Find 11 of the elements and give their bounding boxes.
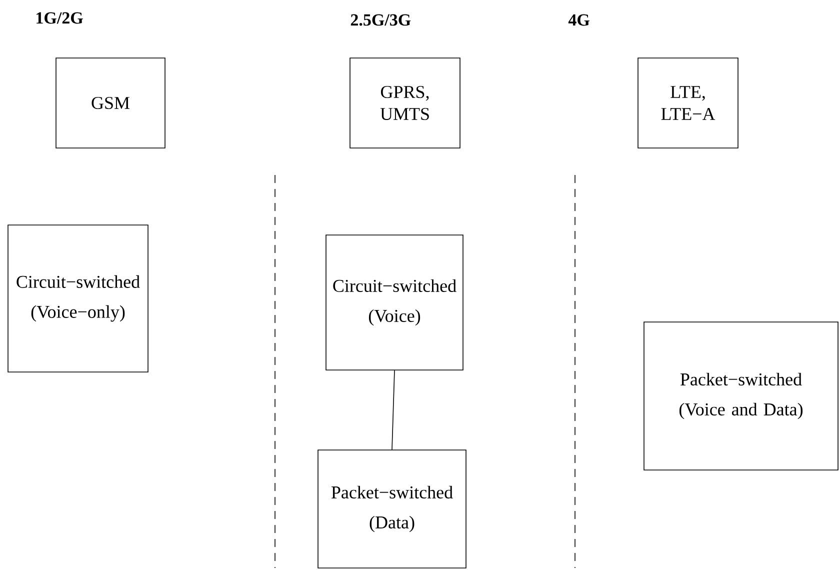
text-box: Circuit−switched (Voice−only) <box>8 224 148 372</box>
text-box: Packet−switched (Data) <box>318 450 466 568</box>
connector-line <box>392 370 395 450</box>
text-box: LTE, LTE−A <box>638 58 738 148</box>
text-box: Packet−switched (Voice and Data) <box>644 322 838 470</box>
text-box: GSM <box>56 58 166 148</box>
text-box: GPRS, UMTS <box>350 58 460 148</box>
column-heading: 1G/2G <box>36 12 83 24</box>
text-box: Circuit−switched (Voice) <box>326 234 464 370</box>
column-heading: 4G <box>568 14 590 26</box>
column-heading: 2.5G/3G <box>350 14 411 26</box>
